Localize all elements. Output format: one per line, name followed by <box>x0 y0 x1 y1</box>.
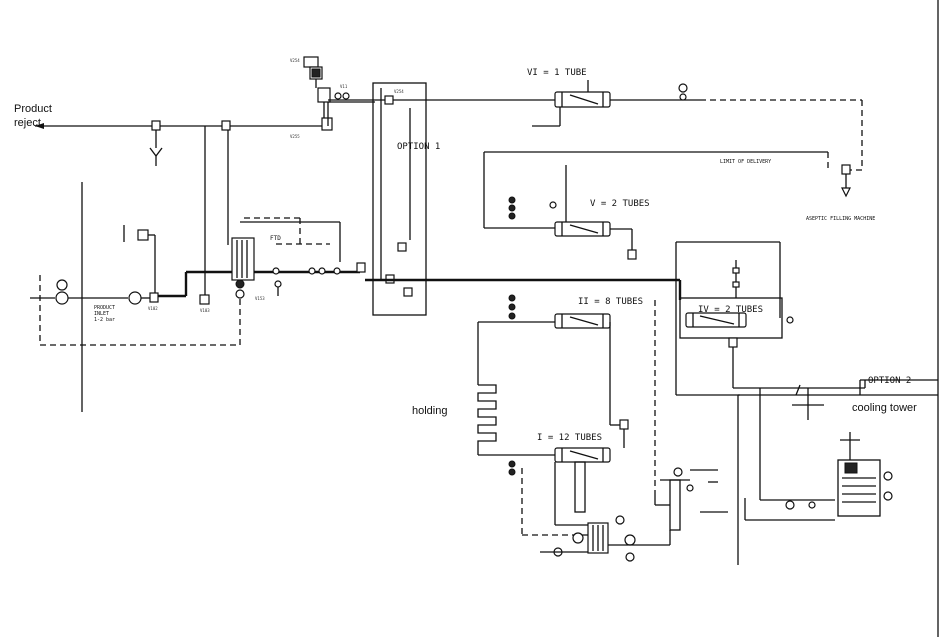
svg-text:V255: V255 <box>290 134 300 139</box>
bottom-equipment <box>540 467 728 562</box>
ftd-exchanger: FTD V153 <box>231 217 341 301</box>
iv-tubes-label: IV = 2 TUBES <box>698 305 763 315</box>
aseptic-filling-label: ASEPTIC FILLING MACHINE <box>806 216 875 222</box>
svg-text:V254: V254 <box>290 58 300 63</box>
svg-text:V103: V103 <box>200 308 210 313</box>
svg-text:V102: V102 <box>148 306 158 311</box>
option-2-box: OPTION 2 cooling tower <box>737 376 938 565</box>
i-tubes-label: I = 12 TUBES <box>537 433 602 443</box>
option-1-label: OPTION 1 <box>397 142 440 152</box>
option-1-box: OPTION 1 V254 <box>372 82 440 316</box>
v-tubes-label: V = 2 TUBES <box>590 199 650 209</box>
top-return-line <box>328 83 863 171</box>
ii-tubes-label: II = 8 TUBES <box>578 297 643 307</box>
product-inlet-label: PRODUCT INLET 1-2 bar <box>94 305 118 323</box>
i-tubes: I = 12 TUBES <box>508 419 629 536</box>
ftd-label: FTD <box>270 235 281 242</box>
main-process-line <box>254 262 682 300</box>
limit-of-delivery-label: LIMIT OF DELIVERY <box>720 159 771 165</box>
ii-tubes: II = 8 TUBES <box>477 294 656 490</box>
vi-tube-label: VI = 1 TUBE <box>527 68 587 78</box>
option-2-label: OPTION 2 <box>868 376 911 386</box>
svg-text:V254: V254 <box>394 89 404 94</box>
product-reject-line <box>35 120 328 166</box>
vi-tube: VI = 1 TUBE <box>527 68 611 127</box>
holding-coil: holding <box>412 384 555 456</box>
iv-tubes: IV = 2 TUBES <box>675 241 866 396</box>
top-valve-cluster: V254 V255 V11 <box>290 56 375 139</box>
inlet-section: PRODUCT INLET 1-2 bar V102 <box>30 182 241 412</box>
limit-of-delivery-loop: LIMIT OF DELIVERY ASEPTIC FILLING MACHIN… <box>483 151 875 229</box>
svg-text:V153: V153 <box>255 296 265 301</box>
v-tubes: V = 2 TUBES <box>508 165 650 260</box>
cooling-tower-label: cooling tower <box>852 402 917 414</box>
product-reject-label: Product reject <box>14 103 55 129</box>
holding-label: holding <box>412 405 447 417</box>
reject-verticals: V103 <box>199 126 229 313</box>
svg-text:V11: V11 <box>340 84 348 89</box>
